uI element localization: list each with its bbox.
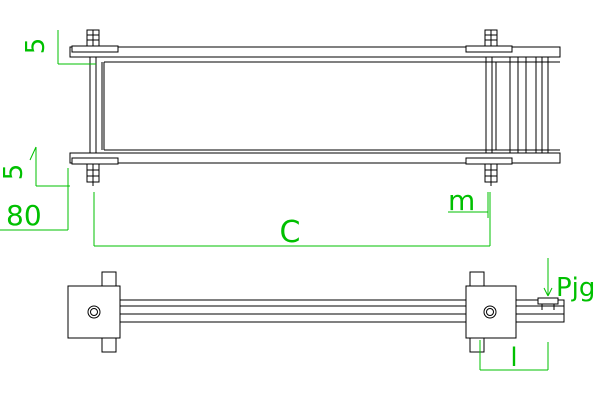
right-bottom-bolt bbox=[484, 163, 498, 186]
right-top-bolt bbox=[484, 29, 498, 47]
left-end-plate-top bbox=[71, 45, 119, 53]
bottom-beam bbox=[69, 152, 561, 164]
dim-side-offset-label: 5 bbox=[0, 164, 29, 181]
small-plate bbox=[537, 297, 559, 305]
dim-length-label: l bbox=[510, 343, 517, 373]
left-hole bbox=[87, 305, 101, 319]
right-block bbox=[465, 285, 517, 339]
right-end-plate-bottom bbox=[465, 157, 513, 165]
dim-height-label: 80 bbox=[6, 199, 42, 232]
left-top-bolt bbox=[86, 29, 100, 47]
dim-top-offset-label: 5 bbox=[21, 38, 51, 55]
bottom-view bbox=[67, 271, 565, 353]
bottom-view-dimensions: Pjg l bbox=[479, 258, 595, 373]
left-block bbox=[67, 285, 121, 339]
right-hole bbox=[483, 305, 497, 319]
dim-plate-label: Pjg bbox=[556, 273, 595, 303]
right-end-plate-top bbox=[465, 45, 513, 53]
dim-span-label: C bbox=[280, 215, 301, 250]
top-beam bbox=[69, 46, 561, 58]
dim-small-gap-label: m bbox=[448, 184, 475, 217]
top-view bbox=[69, 29, 561, 186]
top-view-dimensions: 5 5 80 C m bbox=[0, 30, 491, 250]
left-bottom-bolt bbox=[86, 163, 100, 186]
left-end-plate-bottom bbox=[71, 157, 119, 165]
